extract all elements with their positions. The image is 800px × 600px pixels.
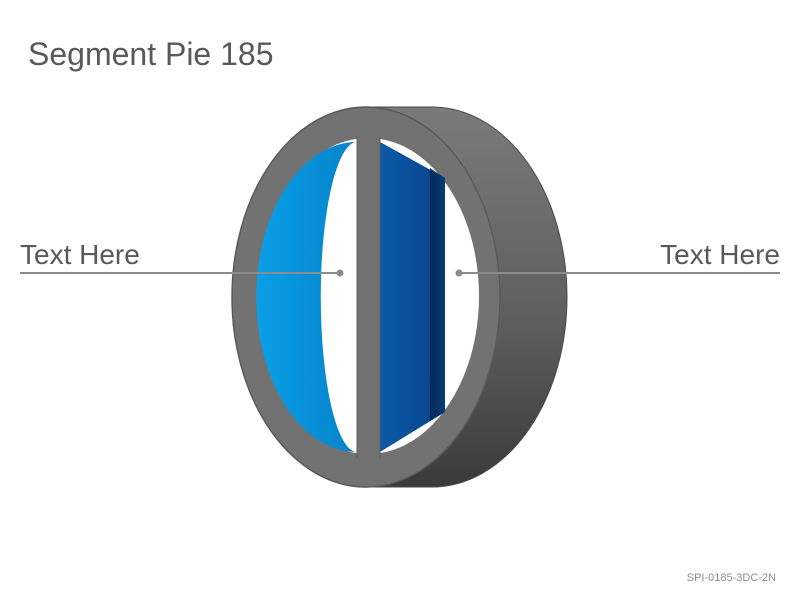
- left-segment: [256, 142, 357, 452]
- right-segment-label: Text Here: [660, 239, 780, 270]
- right-leader-dot: [455, 269, 463, 277]
- left-segment-label: Text Here: [20, 239, 140, 270]
- segment-divider: [357, 136, 380, 458]
- left-leader-dot: [336, 269, 344, 277]
- page-title: Segment Pie 185: [28, 36, 274, 72]
- right-segment-depth: [430, 168, 445, 421]
- slide-code: SPI-0185-3DC-2N: [686, 572, 776, 584]
- right-segment: [380, 142, 445, 452]
